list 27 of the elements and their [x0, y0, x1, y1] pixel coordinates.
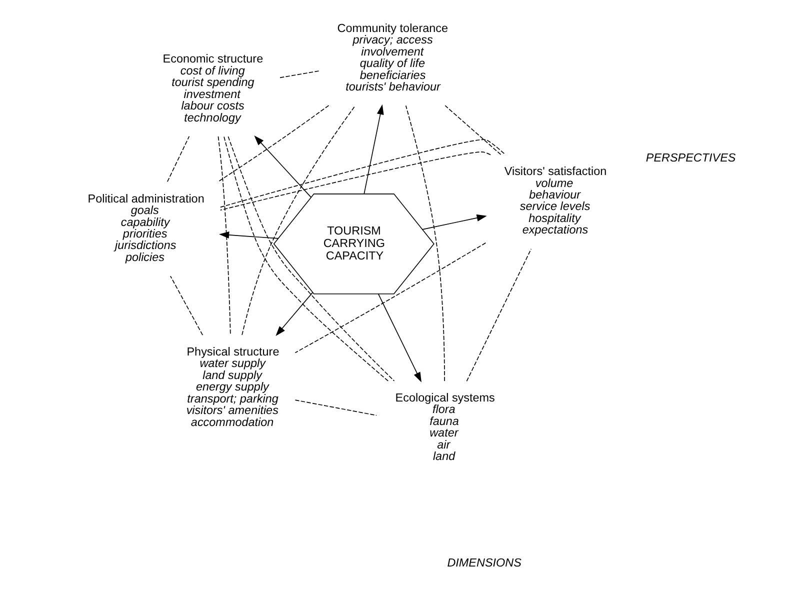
arrow: [378, 294, 422, 382]
connector: [167, 136, 190, 182]
connector: [217, 105, 330, 182]
connector: [444, 105, 502, 155]
arrow: [422, 214, 487, 230]
node-text: Physical structure water supply land supply energy supply transport; parking visitors' amenities accommodation: [186, 346, 280, 429]
node-text: Political administration goals capability priorities jurisdictions policies: [88, 192, 204, 264]
connector: [278, 70, 320, 78]
node-text: Economic structure cost of living tourist spending investment labour costs technology: [162, 52, 264, 124]
node-text: Community tolerance privacy; access involvement quality of life beneficiaries tourists' behaviour: [337, 22, 448, 94]
arrow: [254, 135, 312, 198]
connector: [220, 152, 491, 211]
connector: [170, 276, 204, 336]
node-text: Ecological systems flora fauna water air land: [395, 391, 495, 464]
arrow: [364, 104, 384, 194]
connector: [294, 242, 486, 354]
connector: [294, 400, 377, 416]
label: PERSPECTIVES: [646, 152, 736, 165]
connector: [405, 105, 445, 382]
arrow: [276, 292, 313, 336]
label: DIMENSIONS: [447, 556, 522, 570]
connector: [242, 105, 356, 336]
connector: [220, 139, 506, 208]
connector: [466, 248, 532, 382]
arrow: [219, 231, 278, 239]
node-text: Visitors' satisfaction volume behaviour service levels hospitality expectations: [504, 165, 607, 237]
connector: [218, 136, 231, 336]
